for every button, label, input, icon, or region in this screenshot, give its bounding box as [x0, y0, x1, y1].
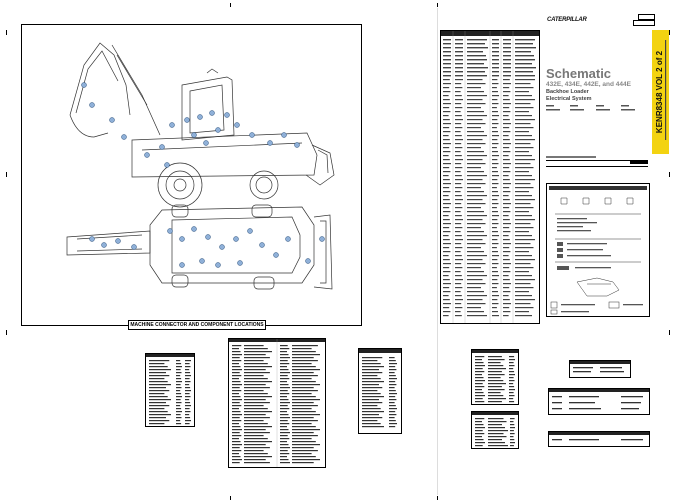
crop-mark-bottom-center	[230, 496, 231, 500]
wire-color-table	[228, 338, 326, 468]
machine-view-caption: MACHINE CONNECTOR AND COMPONENT LOCATION…	[128, 320, 266, 330]
crop-mark-tl	[6, 30, 7, 35]
harness-table-1	[145, 353, 195, 427]
crop-mark-mr	[669, 172, 670, 177]
crop-mark-bl	[6, 330, 7, 335]
serial-number-block	[546, 104, 641, 116]
crop-mark-top-right	[437, 3, 438, 7]
info-box-dark	[630, 160, 648, 164]
model-numbers: 432E, 434E, 442E, and 444E	[546, 81, 631, 88]
volume-side-tab-strip	[664, 30, 668, 154]
revision-table-3	[548, 431, 650, 447]
crop-mark-bottom-right	[437, 496, 438, 500]
crop-mark-top-center	[230, 3, 231, 7]
connector-location-table	[440, 30, 540, 324]
harness-table-3	[471, 349, 519, 405]
revision-table-2	[548, 388, 650, 415]
subtitle-electrical: Electrical System	[546, 96, 592, 102]
subtitle-backhoe: Backhoe Loader	[546, 89, 589, 95]
machine-view-frame	[21, 24, 362, 326]
engine-info-line	[546, 156, 596, 158]
crop-mark-ml	[6, 172, 7, 177]
document-title: Schematic	[546, 66, 612, 81]
crop-mark-br	[669, 330, 670, 335]
harness-table-4	[471, 411, 519, 449]
doc-number-box-2	[633, 20, 655, 26]
volume-side-tab: KENR8348 VOL 2 of 2	[652, 30, 669, 154]
symbols-legend-box	[546, 183, 650, 317]
caterpillar-logo: CATERPILLAR	[547, 17, 587, 23]
revision-table-1	[569, 360, 631, 378]
info-line-2	[546, 166, 648, 167]
harness-table-2	[358, 348, 402, 434]
page-fold-line	[437, 8, 438, 495]
backhoe-illustration	[66, 42, 335, 290]
doc-number-box-1	[638, 14, 655, 20]
title-divider-line	[546, 160, 648, 161]
crop-mark-tr	[669, 30, 670, 35]
